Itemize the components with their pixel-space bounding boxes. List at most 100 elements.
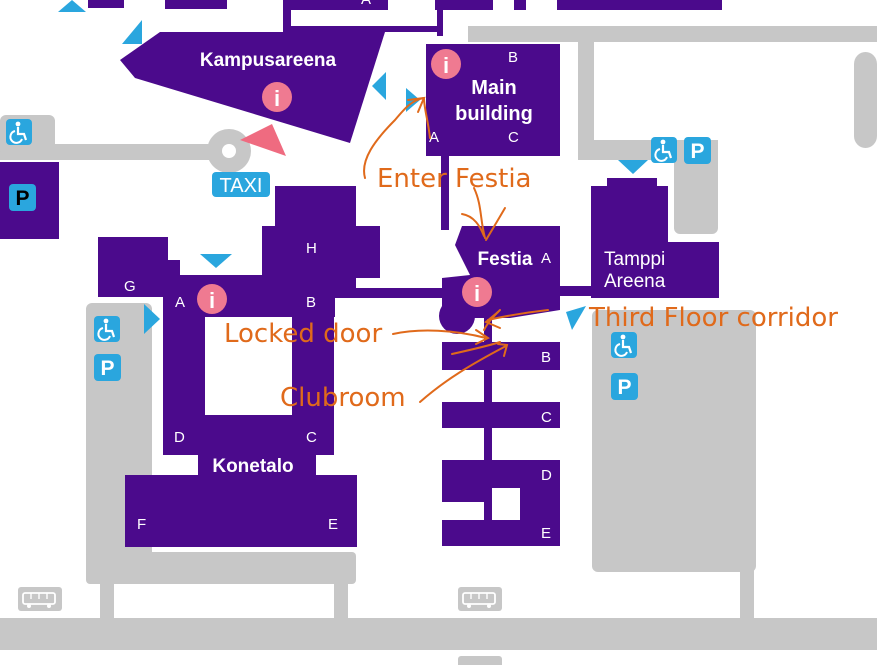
- svg-text:P: P: [690, 140, 704, 163]
- arrow-clubroom: [419, 345, 507, 403]
- road-right-vertical: [578, 26, 594, 156]
- building-top-1: [88, 0, 124, 8]
- bus-stops: [18, 587, 502, 611]
- arrow-locked-door: [392, 329, 487, 339]
- festia-wing-e: [442, 520, 560, 546]
- entrance-arrow-icon: [618, 160, 648, 174]
- entrance-festia-c: C: [541, 409, 552, 426]
- building-top-4: [435, 0, 493, 10]
- svg-text:i: i: [474, 281, 480, 306]
- festia-wing-d: [442, 460, 560, 488]
- entrance-arrow-icon: [144, 304, 160, 334]
- info-icon[interactable]: i: [431, 49, 461, 79]
- taxi-arrow-icon: [240, 124, 286, 156]
- info-icon[interactable]: i: [197, 284, 227, 314]
- entrance-festia-e: E: [541, 525, 551, 542]
- accessible-icon: [6, 119, 32, 145]
- building-top-5: [514, 0, 526, 10]
- accessible-icon: [94, 316, 120, 342]
- konetalo-h-block-right: [262, 226, 380, 278]
- entrance-kone-h: H: [306, 240, 317, 257]
- entrance-arrow-icon: [566, 306, 586, 330]
- konetalo-main: [125, 475, 357, 547]
- annotation-locked-door: Locked door: [224, 319, 382, 349]
- konetalo-connector-festia: [330, 288, 444, 298]
- svg-text:i: i: [274, 86, 280, 111]
- entrance-festia-d: D: [541, 467, 552, 484]
- arrow-enter-festia-left: [363, 97, 425, 179]
- parking-icon: P: [684, 137, 711, 164]
- connector-festia-tamppi: [558, 286, 594, 296]
- accessible-icons: [6, 119, 677, 358]
- label-main-building-2: building: [455, 103, 533, 125]
- entrance-arrow-icon: [122, 20, 142, 44]
- entrance-kone-f: F: [137, 516, 146, 533]
- entrance-main-c: C: [508, 129, 519, 146]
- label-kampusareena: Kampusareena: [200, 50, 337, 71]
- accessible-icon: [651, 137, 677, 163]
- label-tamppi-1: Tamppi: [604, 249, 665, 270]
- annotation-third-floor-corridor: Third Floor corridor: [588, 303, 838, 333]
- road-bottom-horizontal: [86, 552, 356, 584]
- buildings: [0, 0, 722, 547]
- festia-wing-c: [442, 402, 560, 428]
- bus-stop-icon: [458, 587, 502, 611]
- festia-round-part: [439, 298, 475, 334]
- building-top-6: [557, 0, 722, 10]
- entrance-arrow-icon: [372, 72, 386, 100]
- building-kampusareena: [120, 32, 385, 143]
- entrance-main-b: B: [508, 49, 518, 66]
- arrow-locked-door-head: [475, 329, 490, 345]
- connector-top-h: [283, 26, 443, 32]
- entrance-arrow-icon: [200, 254, 232, 268]
- building-tamppi-areena-wing: [591, 242, 719, 298]
- festia-wing-b: [442, 342, 560, 370]
- arrow-enter-festia-down-b: [485, 207, 506, 241]
- konetalo-bottom-bar: [163, 415, 334, 455]
- label-konetalo: Konetalo: [212, 456, 293, 477]
- arrow-clubroom-b: [451, 341, 501, 355]
- festia-wing-d-right: [520, 488, 560, 520]
- road-bottom: [0, 618, 877, 650]
- arrow-enter-festia-main: [423, 97, 431, 139]
- entrance-kone-a: A: [175, 294, 185, 311]
- road-bottom-pillar-2: [334, 580, 348, 620]
- info-icon[interactable]: i: [462, 277, 492, 307]
- connector-top: [283, 0, 291, 32]
- entrance-festia-b: B: [541, 349, 551, 366]
- entrance-main-a: A: [429, 129, 439, 146]
- entrance-kone-b: B: [306, 294, 316, 311]
- entrance-top-a: A: [361, 0, 371, 8]
- roundabout: [207, 129, 251, 173]
- connector-main-festia: [441, 150, 449, 230]
- building-top-2: [165, 0, 227, 9]
- svg-text:i: i: [209, 288, 215, 313]
- connector-top-v: [437, 0, 443, 36]
- arrow-third-floor: [487, 309, 549, 321]
- svg-text:P: P: [100, 357, 114, 380]
- parking-icon: P: [94, 354, 121, 381]
- svg-text:i: i: [443, 53, 449, 78]
- annotation-clubroom: Clubroom: [280, 383, 406, 413]
- arrow-clubroom-head: [497, 343, 509, 357]
- parking-icon: P: [9, 184, 36, 211]
- svg-text:TAXI: TAXI: [220, 175, 263, 197]
- entrance-festia-a: A: [541, 250, 551, 267]
- annotation-strokes: [363, 96, 549, 403]
- entrance-arrow-icon: [58, 0, 86, 12]
- road-bottom-stub: [458, 656, 502, 665]
- festia-wing-d-low: [442, 488, 484, 502]
- arrow-third-floor-lower: [483, 309, 501, 331]
- label-festia: Festia: [478, 249, 533, 270]
- svg-text:P: P: [617, 376, 631, 399]
- info-icon[interactable]: i: [262, 82, 292, 112]
- konetalo-courtyard: [205, 317, 292, 415]
- bus-stop-icon: [18, 587, 62, 611]
- annotation-enter-festia: Enter Festia: [377, 164, 531, 194]
- building-top-3: [283, 0, 388, 10]
- parking-icon: P: [611, 373, 638, 400]
- arrow-enter-festia-curl: [461, 213, 485, 237]
- label-tamppi-2: Areena: [604, 271, 666, 292]
- label-main-building-1: Main: [471, 77, 517, 99]
